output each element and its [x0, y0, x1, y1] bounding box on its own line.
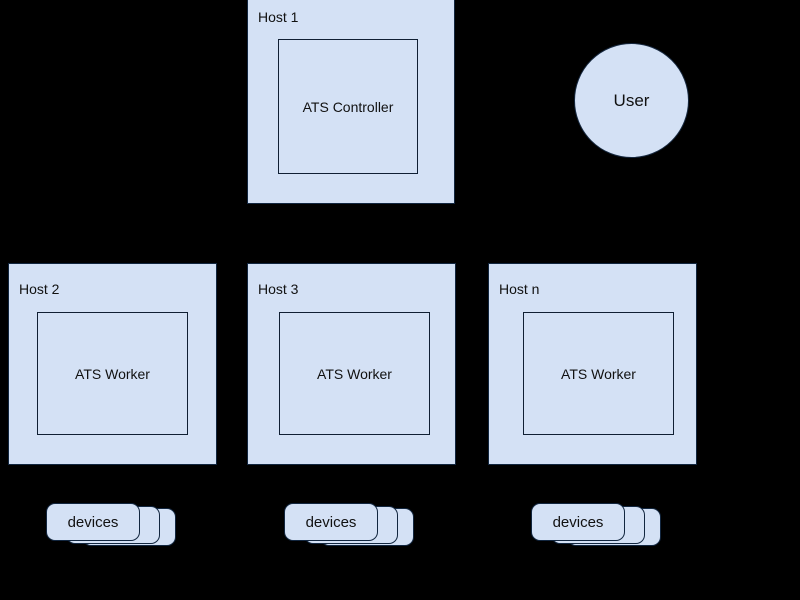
- actor-user[interactable]: User: [574, 43, 689, 158]
- devices-sheet-front[interactable]: devices: [46, 503, 140, 541]
- component-box-ats-worker-host-3[interactable]: ATS Worker: [279, 312, 430, 435]
- devices-stack-host-3[interactable]: devices: [284, 503, 414, 549]
- component-box-ats-worker-host-n[interactable]: ATS Worker: [523, 312, 674, 435]
- host-label-host-1: Host 1: [258, 9, 299, 25]
- actor-label-user: User: [613, 91, 650, 110]
- component-label-ats-controller: ATS Controller: [302, 98, 394, 115]
- devices-label-host-3: devices: [305, 513, 357, 531]
- devices-stack-host-n[interactable]: devices: [531, 503, 661, 549]
- component-box-ats-worker-host-2[interactable]: ATS Worker: [37, 312, 188, 435]
- component-box-ats-controller[interactable]: ATS Controller: [278, 39, 418, 174]
- devices-label-host-n: devices: [552, 513, 604, 531]
- host-label-host-n: Host n: [499, 281, 540, 297]
- component-label-ats-worker-host-n: ATS Worker: [561, 365, 636, 382]
- host-label-host-3: Host 3: [258, 281, 299, 297]
- host-box-host-2[interactable]: Host 2 ATS Worker: [8, 263, 217, 465]
- host-box-host-1[interactable]: Host 1 ATS Controller: [247, 0, 455, 204]
- component-label-ats-worker-host-2: ATS Worker: [75, 365, 150, 382]
- devices-sheet-front[interactable]: devices: [531, 503, 625, 541]
- devices-stack-host-2[interactable]: devices: [46, 503, 176, 549]
- devices-sheet-front[interactable]: devices: [284, 503, 378, 541]
- host-label-host-2: Host 2: [19, 281, 60, 297]
- host-box-host-3[interactable]: Host 3 ATS Worker: [247, 263, 456, 465]
- devices-label-host-2: devices: [67, 513, 119, 531]
- component-label-ats-worker-host-3: ATS Worker: [317, 365, 392, 382]
- host-box-host-n[interactable]: Host n ATS Worker: [488, 263, 697, 465]
